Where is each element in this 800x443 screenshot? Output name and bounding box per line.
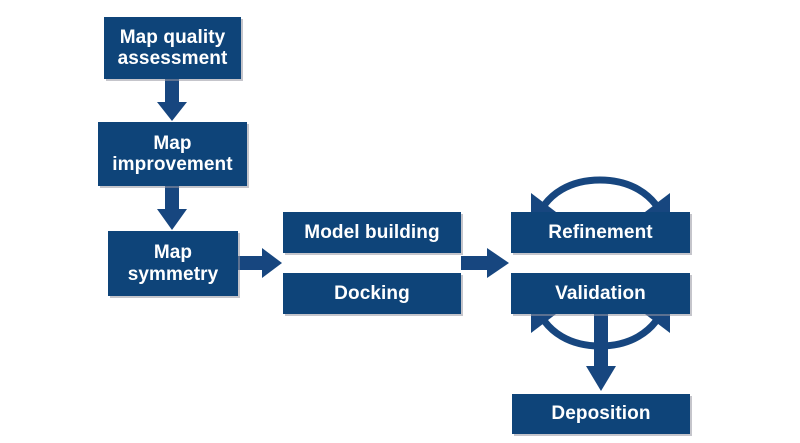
arrow-symmetry-to-modelbuilding: [238, 248, 282, 278]
arrow-improvement-to-symmetry: [157, 186, 187, 230]
node-validation[interactable]: Validation: [511, 273, 690, 314]
node-map-quality-assessment[interactable]: Map quality assessment: [104, 17, 241, 79]
cycle-arrow-top: [530, 176, 671, 228]
arrow-validation-to-deposition: [586, 313, 616, 391]
node-map-improvement[interactable]: Map improvement: [98, 122, 247, 186]
node-deposition[interactable]: Deposition: [512, 394, 690, 434]
node-refinement[interactable]: Refinement: [511, 212, 690, 253]
node-docking[interactable]: Docking: [283, 273, 461, 314]
arrow-modelbuilding-to-refinement: [461, 248, 509, 278]
node-model-building[interactable]: Model building: [283, 212, 461, 253]
arrow-quality-to-improvement: [157, 79, 187, 121]
node-map-symmetry[interactable]: Map symmetry: [108, 231, 238, 296]
